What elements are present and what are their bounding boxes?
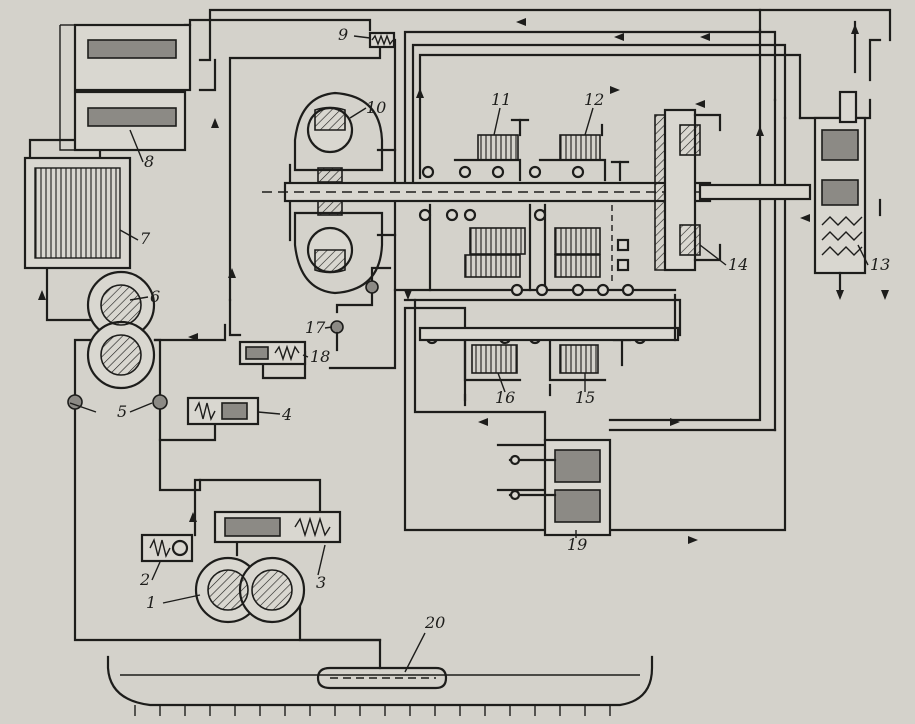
- label-leaders: [69, 35, 869, 673]
- part-labels: 1 2 3 4 5 6 7 8 9 10 11 12 13 14 15 16 1…: [69, 25, 890, 673]
- label-11: 11: [491, 90, 511, 109]
- label-14: 14: [728, 255, 748, 274]
- label-10: 10: [366, 98, 386, 117]
- label-2: 2: [139, 570, 150, 589]
- label-4: 4: [281, 405, 292, 424]
- check-valve-2: [140, 533, 194, 563]
- relief-valve-9: [368, 31, 396, 49]
- main-pump-1: [194, 556, 306, 624]
- clutch-15: [528, 328, 647, 397]
- oil-sump: [106, 655, 654, 716]
- torque-converter: [293, 91, 384, 295]
- pipelines: [28, 8, 892, 670]
- pressure-valve-3: [213, 510, 342, 544]
- oil-filters: [59, 23, 192, 152]
- check-valves-5: [67, 394, 168, 410]
- brake-14: [654, 108, 722, 272]
- label-19: 19: [567, 535, 587, 554]
- scavenge-pump-6: [86, 270, 156, 390]
- valve-18: [238, 340, 307, 366]
- clutch-16: [425, 328, 522, 407]
- output-shaft: [418, 293, 680, 342]
- label-13: 13: [870, 255, 890, 274]
- valve-13: [813, 20, 867, 297]
- label-12: 12: [584, 90, 604, 109]
- planetary-set: [418, 203, 635, 297]
- label-7: 7: [140, 229, 151, 248]
- label-20: 20: [424, 613, 445, 632]
- flow-arrows: [38, 18, 889, 544]
- oil-cooler: [23, 156, 132, 270]
- label-17: 17: [305, 318, 326, 337]
- label-1: 1: [146, 593, 156, 612]
- label-18: 18: [310, 347, 330, 366]
- label-5: 5: [117, 402, 127, 421]
- label-9: 9: [338, 25, 348, 44]
- sump-ticks: [134, 705, 611, 716]
- label-3: 3: [316, 573, 326, 592]
- label-6: 6: [150, 287, 160, 306]
- main-shaft: [262, 181, 812, 203]
- clutch-12: [528, 123, 630, 182]
- label-16: 16: [495, 388, 515, 407]
- label-8: 8: [144, 152, 154, 171]
- label-15: 15: [575, 388, 595, 407]
- suction-strainer: [316, 666, 448, 690]
- valve-17: [330, 280, 379, 352]
- clutch-11: [421, 118, 530, 182]
- valve-4: [186, 396, 260, 426]
- distributor-19: [508, 438, 612, 537]
